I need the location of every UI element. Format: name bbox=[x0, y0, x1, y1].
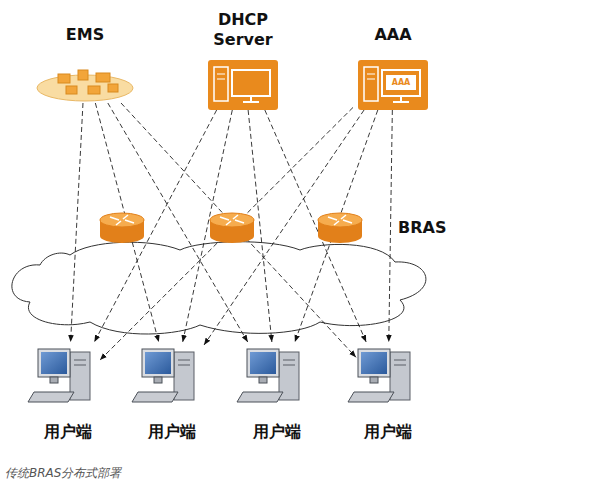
group-label: BRAS bbox=[398, 218, 446, 237]
node-label: 用户端 bbox=[245, 422, 309, 442]
dashed-connector bbox=[94, 110, 216, 342]
user-node: 用户端 bbox=[36, 342, 100, 442]
dhcp-server-node: DHCP Server bbox=[203, 10, 283, 110]
dashed-connector bbox=[95, 103, 158, 342]
aaa-server-node: AAA AAA bbox=[353, 25, 433, 110]
network-cloud bbox=[12, 242, 426, 334]
dashed-connector bbox=[295, 110, 378, 342]
user-node: 用户端 bbox=[356, 342, 420, 442]
user-pc-icon bbox=[28, 349, 90, 402]
node-label: 用户端 bbox=[36, 422, 100, 442]
bras-router bbox=[210, 213, 254, 243]
dhcp-server-icon bbox=[208, 60, 278, 110]
node-label: 用户端 bbox=[356, 422, 420, 442]
ems-node: EMS bbox=[35, 25, 135, 103]
user-pc-icon bbox=[237, 349, 299, 402]
aaa-server-icon bbox=[358, 60, 428, 110]
bras-router bbox=[318, 213, 362, 243]
screen-label: AAA bbox=[386, 77, 416, 88]
ems-icon bbox=[37, 70, 133, 101]
node-label: EMS bbox=[35, 25, 135, 45]
caption: 传统BRAS分布式部署 bbox=[5, 465, 121, 482]
dashed-connector bbox=[71, 103, 83, 342]
node-label: AAA bbox=[353, 25, 433, 45]
dashed-connector bbox=[389, 110, 393, 342]
user-node: 用户端 bbox=[245, 342, 309, 442]
user-pc-icon bbox=[348, 349, 410, 402]
node-label: DHCP Server bbox=[203, 10, 283, 50]
dashed-connector bbox=[100, 107, 353, 360]
bras-router bbox=[100, 213, 144, 243]
user-node: 用户端 bbox=[140, 342, 204, 442]
node-label: 用户端 bbox=[140, 422, 204, 442]
user-pc-icon bbox=[132, 349, 194, 402]
dashed-connector bbox=[204, 110, 364, 345]
